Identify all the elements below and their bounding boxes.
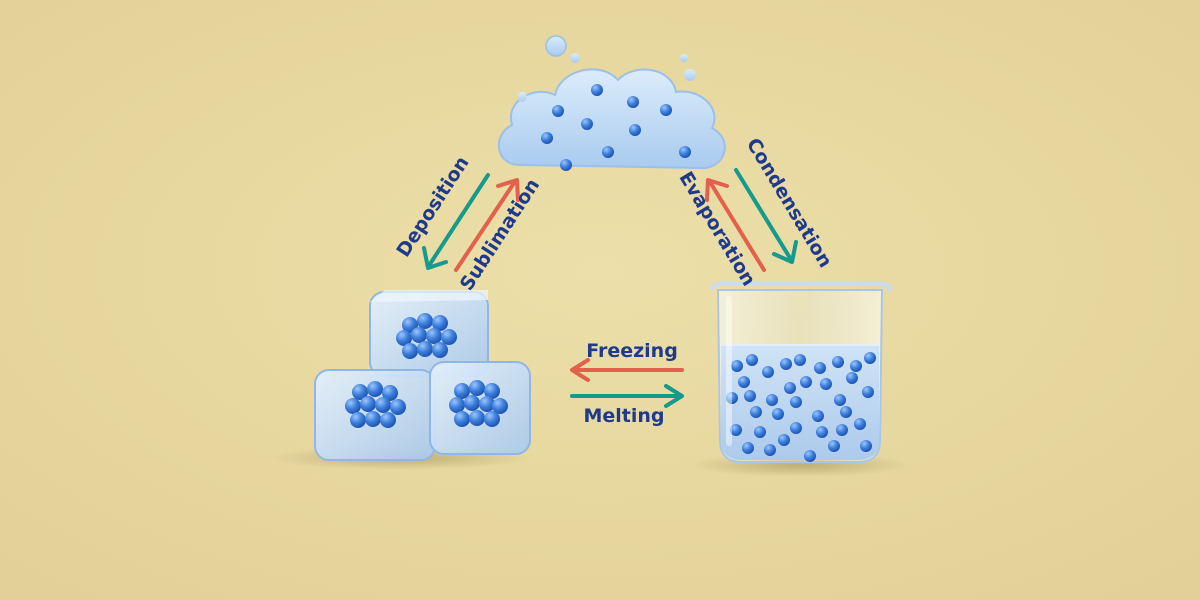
freezing-label: Freezing xyxy=(586,340,678,362)
evaporation-arrow xyxy=(705,178,766,272)
freezing-arrow xyxy=(570,358,684,382)
ice-cube xyxy=(429,361,531,455)
melting-arrow xyxy=(570,384,684,408)
cloud-puff xyxy=(517,92,527,102)
ice-cubes-solid xyxy=(314,290,531,461)
cloud-gas xyxy=(497,35,726,171)
cloud-puff xyxy=(684,69,696,81)
melting-label: Melting xyxy=(583,405,664,427)
liquid-particles xyxy=(726,352,876,462)
ice-cube xyxy=(369,290,489,377)
deposition-arrow xyxy=(422,173,490,270)
cloud-puff xyxy=(680,54,688,62)
cloud-puff xyxy=(545,35,567,57)
gas-particles xyxy=(541,84,691,171)
beaker-liquid xyxy=(710,281,892,463)
cloud-puff xyxy=(570,53,580,63)
sublimation-arrow xyxy=(454,178,520,272)
ice-cube xyxy=(314,369,436,461)
condensation-arrow xyxy=(734,168,798,264)
